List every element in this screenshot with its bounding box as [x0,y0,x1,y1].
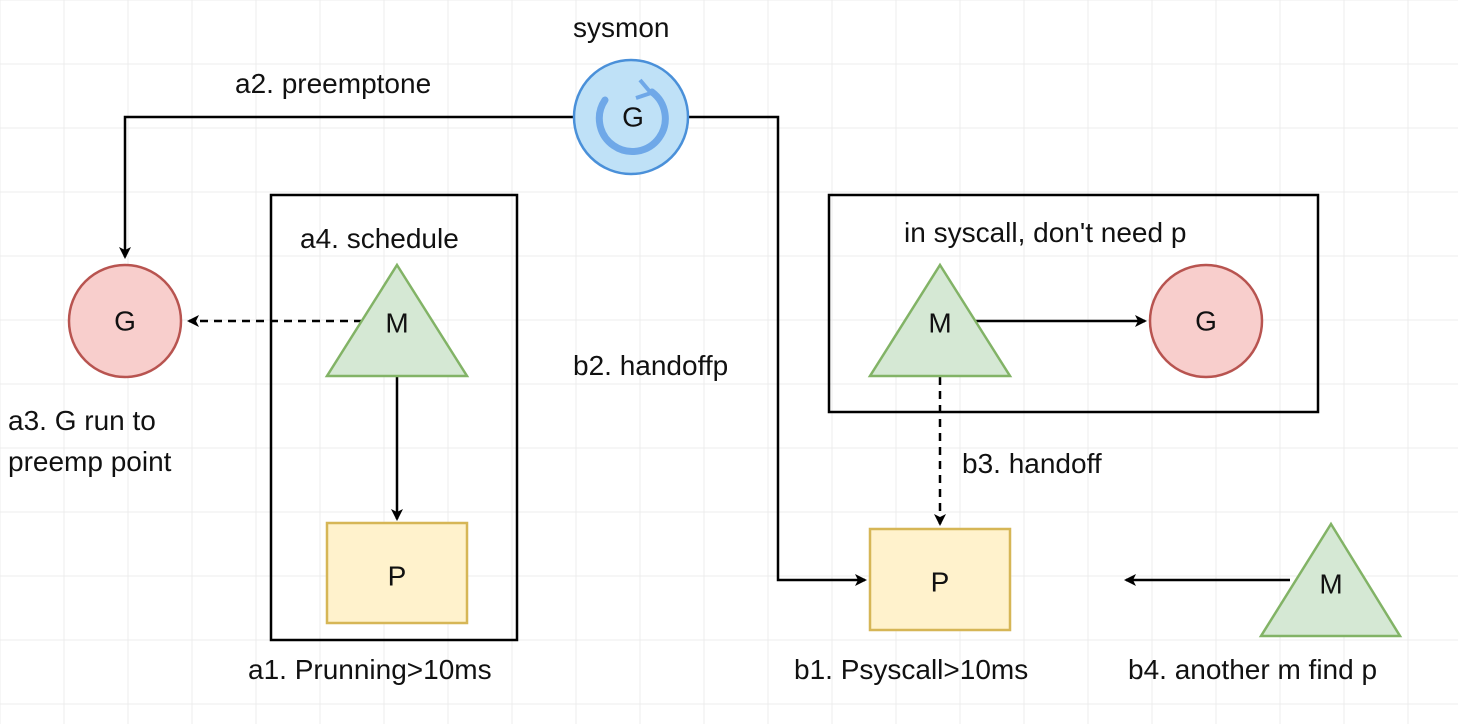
preempt-g-letter: G [114,306,136,337]
b1-label: b1. Psyscall>10ms [794,654,1028,685]
sysmon-g-node: G [572,58,690,176]
syscall-p-node: P [868,527,1012,632]
preempt-g-node: G [67,263,183,379]
schedule-m-letter: M [385,308,408,339]
another-m-node: M [1258,521,1403,638]
sysmon-g-letter: G [622,102,644,133]
running-p-node: P [325,521,469,625]
preemptone-arrow [119,115,574,259]
a1-label: a1. Prunning>10ms [248,654,492,685]
b4-label: b4. another m find p [1128,654,1377,685]
syscall-g-node: G [1148,263,1264,379]
a4-label: a4. schedule [300,223,459,254]
syscall-m-node: M [867,262,1013,378]
a2-label: a2. preemptone [235,68,431,99]
schedule-m-node: M [324,262,470,378]
running-frame [269,193,519,642]
syscall-p-letter: P [931,567,950,598]
b2-label: b2. handoffp [573,350,728,381]
refresh-icon [595,78,669,155]
sysmon-label: sysmon [573,12,669,43]
another-m-letter: M [1319,569,1342,600]
syscall-g-letter: G [1195,306,1217,337]
syscall-m-letter: M [928,308,951,339]
syscall-frame [827,193,1320,414]
handoffp-arrow [688,115,867,586]
syscall-box-label: in syscall, don't need p [904,217,1186,248]
a3-label-line1: a3. G run to [8,405,156,436]
running-p-letter: P [388,561,407,592]
a3-label-line2: preemp point [8,446,172,477]
b3-label: b3. handoff [962,448,1102,479]
